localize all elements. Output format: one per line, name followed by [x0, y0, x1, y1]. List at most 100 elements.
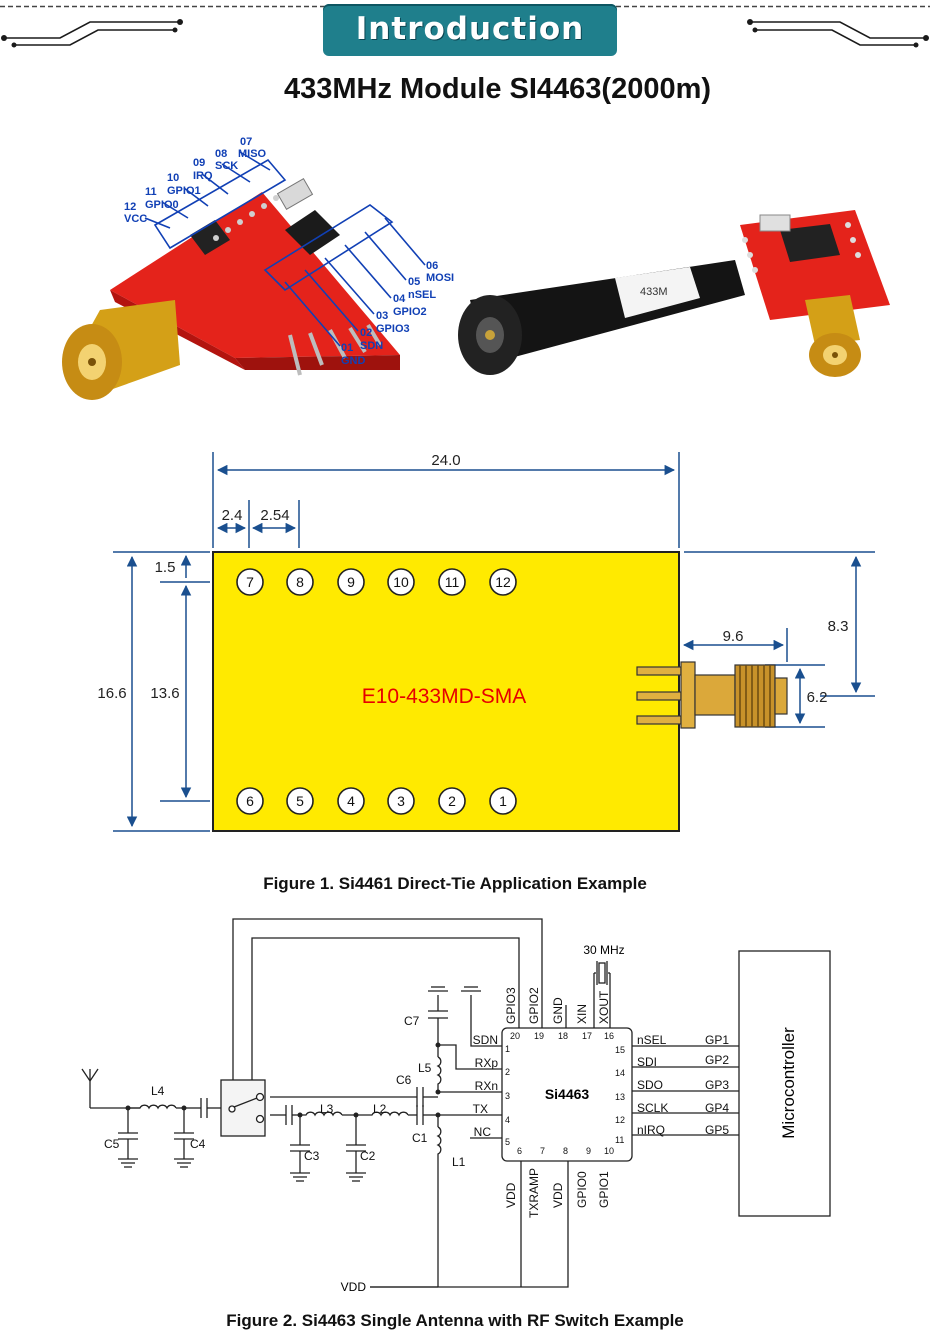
- chip-pin-2-num: 2: [505, 1067, 510, 1077]
- pin-label-06-num: 06: [426, 260, 438, 272]
- chip-pin-10-num: 10: [604, 1146, 614, 1156]
- dim-edge-offset: 2.4: [222, 507, 243, 524]
- pad-top-4: 10: [393, 574, 409, 590]
- chip-pin-2-name: RXp: [475, 1056, 499, 1070]
- chip-pin-8-num: 8: [563, 1146, 568, 1156]
- pad-top-1: 7: [246, 574, 254, 590]
- pin-label-06-name: MOSI: [426, 272, 454, 284]
- chip-pin-17-name: XIN: [575, 1004, 589, 1024]
- chip-pin-17-num: 17: [582, 1031, 592, 1041]
- chip-pin-15-num: 15: [615, 1045, 625, 1055]
- component-c5: C5: [104, 1137, 120, 1151]
- chip-pin-6-num: 6: [517, 1146, 522, 1156]
- chip-pin-11-name: nIRQ: [637, 1123, 665, 1137]
- chip-pin-14-name: SDI: [637, 1055, 657, 1069]
- pin-label-05-name: nSEL: [408, 289, 436, 301]
- chip-name: Si4463: [545, 1086, 590, 1102]
- chip-pin-14-num: 14: [615, 1068, 625, 1078]
- pad-top-6: 12: [495, 574, 511, 590]
- mcu-outline: [738, 950, 831, 1217]
- pin-label-08-num: 08: [215, 148, 227, 160]
- pad-top-3: 9: [347, 574, 355, 590]
- dim-height-total: 16.6: [97, 685, 126, 702]
- chip-pin-5-name: NC: [474, 1125, 492, 1139]
- antenna-label: 433M: [640, 286, 668, 298]
- chip-pin-10-name: GPIO1: [597, 1171, 611, 1208]
- chip-pin-12-name: SCLK: [637, 1101, 668, 1115]
- dim-connector-height: 6.2: [807, 689, 828, 706]
- pin-label-04-name: GPIO2: [393, 306, 427, 318]
- dim-pin-pitch: 2.54: [260, 507, 289, 524]
- pin-label-02-num: 02: [360, 327, 372, 339]
- chip-pin-5-num: 5: [505, 1137, 510, 1147]
- component-c1: C1: [412, 1131, 428, 1145]
- pin-label-01-name: GND: [341, 355, 366, 367]
- pad-bottom-6: 1: [499, 793, 507, 809]
- module-name-label: E10-433MD-SMA: [362, 685, 527, 708]
- chip-pin-6-name: VDD: [504, 1182, 518, 1208]
- chip-pin-16-num: 16: [604, 1031, 614, 1041]
- chip-pin-4-num: 4: [505, 1115, 510, 1125]
- pad-bottom-1: 6: [246, 793, 254, 809]
- chip-pin-9-num: 9: [586, 1146, 591, 1156]
- chip-pin-12-num: 12: [615, 1115, 625, 1125]
- pin-label-07-name: MISO: [238, 148, 267, 160]
- component-l4: L4: [151, 1084, 165, 1098]
- chip-pin-20-num: 20: [510, 1031, 520, 1041]
- pad-bottom-4: 3: [397, 793, 405, 809]
- chip-pin-4-name: TX: [473, 1102, 488, 1116]
- component-l5: L5: [418, 1061, 432, 1075]
- chip-pin-1-num: 1: [505, 1044, 510, 1054]
- chip-pin-18-name: GND: [551, 997, 565, 1024]
- dim-connector-offset: 8.3: [828, 618, 849, 635]
- chip-pin-11-num: 11: [615, 1135, 624, 1145]
- pin-label-03-name: GPIO3: [376, 323, 410, 335]
- sma-connector: [636, 661, 788, 729]
- chip-pin-1-name: SDN: [473, 1033, 498, 1047]
- mcu-pin-gp3: GP3: [705, 1078, 729, 1092]
- figure1-caption: Figure 1. Si4461 Direct-Tie Application …: [263, 874, 647, 893]
- crystal-label: 30 MHz: [583, 943, 624, 957]
- pin-label-03-num: 03: [376, 310, 388, 322]
- pin-label-10-name: GPIO1: [167, 185, 201, 197]
- pad-top-2: 8: [296, 574, 304, 590]
- pin-label-07-num: 07: [240, 136, 252, 148]
- chip-pin-20-name: GPIO3: [504, 987, 518, 1024]
- component-l2: L2: [373, 1102, 387, 1116]
- dimension-drawing: 24.0 2.4 2.54 1.5 16.6 13.6 8.3 9.6 6.2 …: [97, 452, 875, 832]
- pad-bottom-3: 4: [347, 793, 355, 809]
- dim-height-inner: 13.6: [150, 685, 179, 702]
- dim-connector-length: 9.6: [723, 628, 744, 645]
- component-c7: C7: [404, 1014, 420, 1028]
- module-board-side-illustration: [740, 210, 890, 377]
- component-l3: L3: [320, 1102, 334, 1116]
- chip-pin-9-name: GPIO0: [575, 1171, 589, 1208]
- pin-label-05-num: 05: [408, 276, 420, 288]
- vdd-supply-label: VDD: [341, 1280, 367, 1294]
- chip-pin-13-name: SDO: [637, 1078, 663, 1092]
- pin-label-12-num: 12: [124, 201, 136, 213]
- introduction-banner: Introduction: [323, 4, 617, 56]
- schematic-diagram: Si4463 Microcontroller 30 MHz VDD GPIO3 …: [81, 918, 831, 1294]
- antenna-illustration: 433M: [458, 260, 745, 375]
- pad-top-5: 11: [445, 574, 460, 590]
- mcu-pin-gp5: GP5: [705, 1123, 729, 1137]
- mcu-pin-gp1: GP1: [705, 1033, 729, 1047]
- pin-label-11-name: GPIO0: [145, 199, 179, 211]
- chip-pin-15-name: nSEL: [637, 1033, 667, 1047]
- chip-pin-13-num: 13: [615, 1092, 625, 1102]
- pad-bottom-5: 2: [448, 793, 456, 809]
- pin-label-10-num: 10: [167, 172, 179, 184]
- mcu-name: Microcontroller: [779, 1027, 798, 1139]
- pin-label-02-name: SDN: [360, 340, 383, 352]
- pin-label-09-num: 09: [193, 157, 205, 169]
- dim-total-width: 24.0: [431, 452, 460, 469]
- figure2-caption: Figure 2. Si4463 Single Antenna with RF …: [226, 1311, 684, 1330]
- page-title: 433MHz Module SI4463(2000m): [283, 73, 712, 105]
- module-board-illustration: [62, 178, 400, 400]
- pin-label-11-num: 11: [145, 186, 157, 198]
- module-outline: [212, 551, 680, 832]
- product-photo: 07 MISO 08 SCK 09 IRQ 10 GPIO1 11 GPIO0 …: [62, 136, 890, 400]
- component-c6: C6: [396, 1073, 412, 1087]
- chip-pin-7-num: 7: [540, 1146, 545, 1156]
